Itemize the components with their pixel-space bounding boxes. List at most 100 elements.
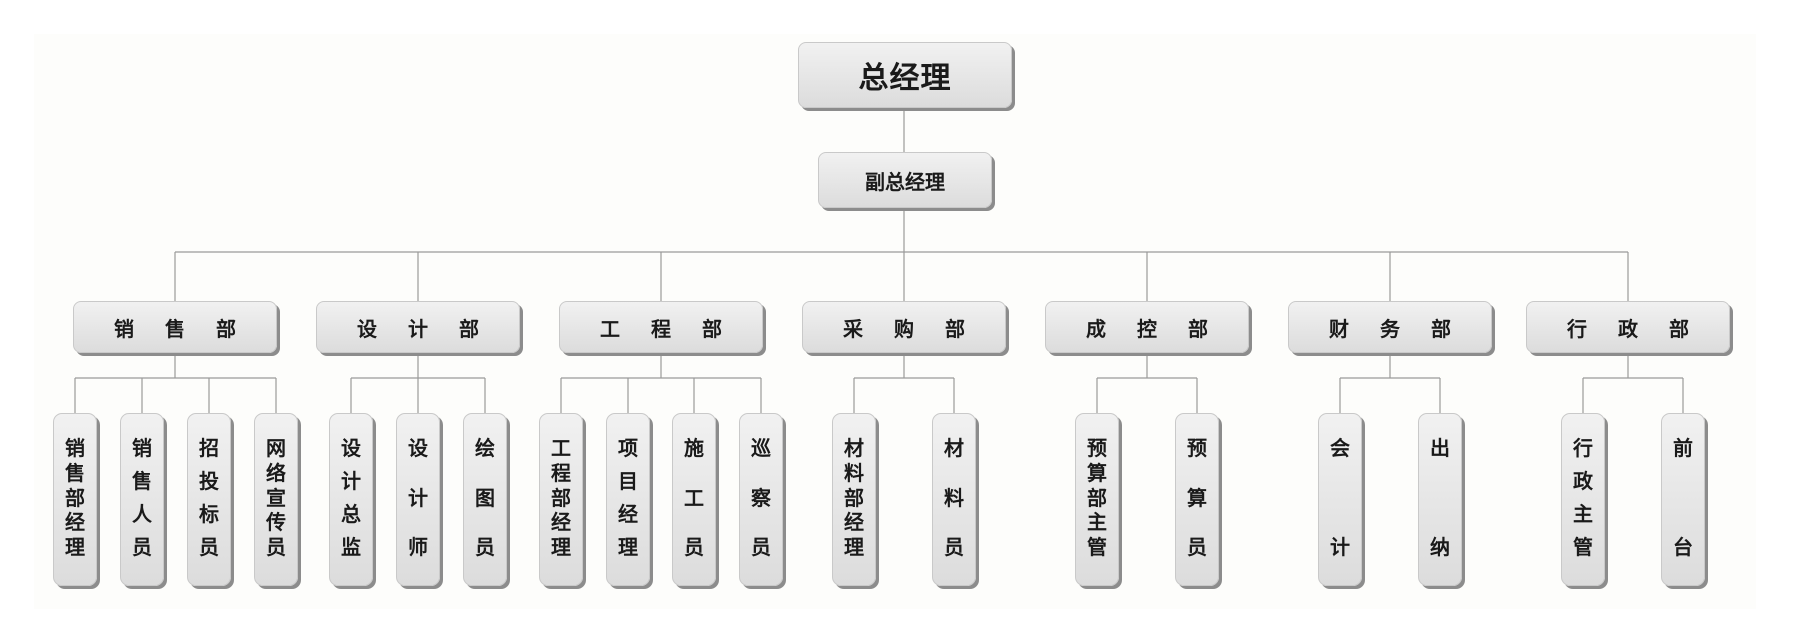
department-box: 行 政 部 [1526, 301, 1730, 353]
role-label-char: 主 [1573, 502, 1593, 526]
role-label-char: 预 [1087, 436, 1107, 460]
role-label-char: 察 [751, 485, 771, 510]
role-label-char: 传 [266, 510, 286, 535]
role-box: 预算员 [1175, 413, 1219, 586]
role-box: 设计总监 [329, 413, 373, 586]
role-box: 绘图员 [463, 413, 507, 586]
role-label-char: 出 [1430, 436, 1450, 460]
role-label-char: 材 [944, 436, 964, 460]
role-label-char: 料 [944, 485, 964, 510]
department-label: 设 计 部 [357, 316, 491, 341]
role-label-char: 总 [341, 502, 361, 526]
role-label-char: 员 [132, 535, 152, 559]
role-label-char: 台 [1673, 535, 1693, 559]
role-box: 出纳 [1418, 413, 1462, 586]
role-label-char: 投 [199, 469, 219, 493]
role-label-char: 程 [551, 460, 571, 485]
role-label-char: 图 [475, 485, 495, 510]
role-label-char: 员 [1187, 535, 1207, 559]
role-label-char: 售 [65, 460, 85, 485]
role-box: 项目经理 [606, 413, 650, 586]
role-label-char: 员 [199, 535, 219, 559]
department-label: 工 程 部 [600, 316, 734, 341]
department-box: 设 计 部 [316, 301, 520, 353]
role-label-char: 会 [1330, 436, 1350, 460]
deputy-manager-label: 副总经理 [865, 169, 945, 194]
role-label-char: 行 [1573, 436, 1593, 460]
role-label-char: 部 [844, 485, 864, 510]
role-label-char: 计 [1330, 535, 1350, 559]
role-label-char: 经 [844, 510, 864, 535]
role-label-char: 纳 [1430, 535, 1450, 559]
role-label-char: 销 [132, 436, 152, 460]
department-box: 采 购 部 [802, 301, 1006, 353]
department-label: 成 控 部 [1086, 316, 1220, 341]
department-box: 成 控 部 [1045, 301, 1249, 353]
role-label-char: 政 [1573, 469, 1593, 493]
role-label-char: 经 [618, 502, 638, 526]
role-label-char: 人 [132, 502, 152, 526]
department-label: 销 售 部 [114, 316, 248, 341]
department-box: 工 程 部 [559, 301, 763, 353]
department-box: 财 务 部 [1288, 301, 1492, 353]
role-label-char: 理 [618, 535, 638, 559]
role-box: 招投标员 [187, 413, 231, 586]
role-label-char: 部 [1087, 485, 1107, 510]
role-label-char: 工 [684, 485, 704, 510]
role-label-char: 设 [408, 436, 428, 460]
role-label-char: 员 [266, 535, 286, 559]
deputy-manager-box: 副总经理 [818, 152, 992, 208]
role-label-char: 算 [1087, 460, 1107, 485]
role-label-char: 络 [266, 460, 286, 485]
role-box: 销售部经理 [53, 413, 97, 586]
role-label-char: 管 [1087, 535, 1107, 559]
role-box: 会计 [1318, 413, 1362, 586]
role-label-char: 员 [684, 535, 704, 559]
role-label-char: 预 [1187, 436, 1207, 460]
role-box: 工程部经理 [539, 413, 583, 586]
role-label-char: 标 [199, 502, 219, 526]
role-label-char: 理 [65, 535, 85, 559]
role-label-char: 主 [1087, 510, 1107, 535]
role-label-char: 理 [551, 535, 571, 559]
role-box: 预算部主管 [1075, 413, 1119, 586]
role-label-char: 员 [751, 535, 771, 559]
role-box: 行政主管 [1561, 413, 1605, 586]
role-label-char: 目 [618, 469, 638, 493]
role-label-char: 销 [65, 436, 85, 460]
role-label-char: 计 [341, 469, 361, 493]
role-label-char: 员 [944, 535, 964, 559]
role-label-char: 经 [65, 510, 85, 535]
role-label-char: 部 [65, 485, 85, 510]
role-box: 前台 [1661, 413, 1705, 586]
role-label-char: 部 [551, 485, 571, 510]
role-label-char: 师 [408, 535, 428, 559]
role-label-char: 施 [684, 436, 704, 460]
role-label-char: 工 [551, 436, 571, 460]
role-label-char: 巡 [751, 436, 771, 460]
role-box: 销售人员 [120, 413, 164, 586]
role-label-char: 售 [132, 469, 152, 493]
role-label-char: 料 [844, 460, 864, 485]
role-label-char: 算 [1187, 485, 1207, 510]
role-box: 材料部经理 [832, 413, 876, 586]
role-label-char: 绘 [475, 436, 495, 460]
department-box: 销 售 部 [73, 301, 277, 353]
role-box: 施工员 [672, 413, 716, 586]
role-label-char: 经 [551, 510, 571, 535]
role-label-char: 招 [199, 436, 219, 460]
role-label-char: 监 [341, 535, 361, 559]
department-label: 财 务 部 [1329, 316, 1463, 341]
role-label-char: 前 [1673, 436, 1693, 460]
role-label-char: 项 [618, 436, 638, 460]
role-label-char: 理 [844, 535, 864, 559]
role-label-char: 宣 [266, 485, 286, 510]
role-label-char: 计 [408, 485, 428, 510]
department-label: 行 政 部 [1567, 316, 1701, 341]
role-label-char: 设 [341, 436, 361, 460]
department-label: 采 购 部 [843, 316, 977, 341]
role-box: 材料员 [932, 413, 976, 586]
role-label-char: 网 [266, 436, 286, 460]
role-box: 网络宣传员 [254, 413, 298, 586]
role-box: 巡察员 [739, 413, 783, 586]
